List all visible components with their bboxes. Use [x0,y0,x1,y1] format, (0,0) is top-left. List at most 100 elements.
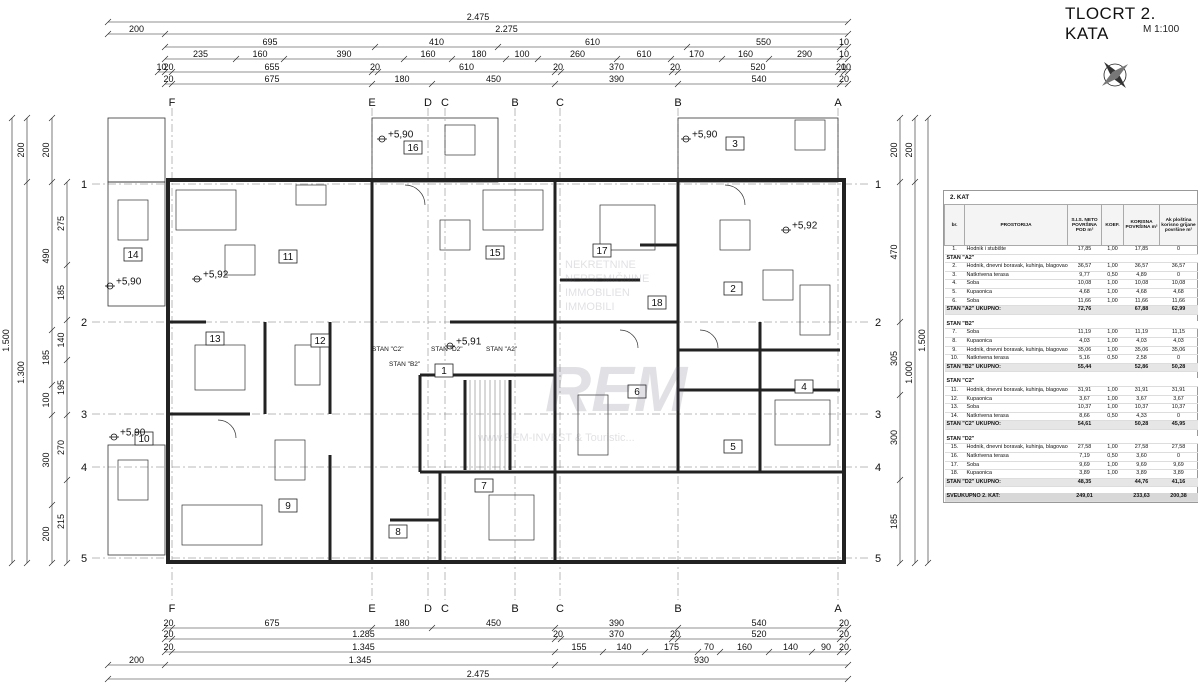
area-table-cell: 3,89 [1159,469,1198,479]
dim-bottom-4-label: 930 [694,655,709,665]
dimension-tick [494,43,502,51]
area-table-cell: STAN "A2" UKUPNO: [944,305,1068,315]
dim-bottom-3-label: 140 [783,642,798,652]
area-table-cell: 7,19 [1067,452,1102,462]
dim-bottom-3-label: 20 [839,642,849,652]
dim-right-mid-label: 200 [904,142,914,157]
dimension-tick [8,114,16,122]
area-table-cell: 12. [944,395,965,405]
dim-bottom-3-label: 140 [616,642,631,652]
dim-bottom-3-label: 175 [664,642,679,652]
dimension-tick [161,55,169,63]
area-table-cell: Hodnik, dnevni boravak, kuhinja, blagova… [964,443,1068,454]
area-table-cell: 4,03 [1123,337,1160,347]
dim-top-6-label: 390 [609,74,624,84]
dimension-tick [808,648,816,656]
dim-top-3-label: 695 [262,37,277,47]
axis-label-top: C [556,97,564,109]
unit-label: STAN "A2" [486,346,518,353]
area-table-cell: STAN "B2" [944,320,1198,330]
furniture-piece [295,184,327,206]
area-table-cell: 3,89 [1067,469,1102,479]
dimension-tick [613,55,621,63]
dimension-tick [844,55,852,63]
furniture [117,119,831,546]
dimension-tick [168,80,176,88]
dim-top-6-label: 675 [264,74,279,84]
area-table-cell: 9,77 [1067,271,1102,281]
area-table-cell: 9. [944,346,965,356]
dim-top-6-label: 180 [394,74,409,84]
area-table-cell: 36,57 [1123,262,1160,272]
area-table-cell: Kupaonica [964,288,1068,298]
dimension-tick [368,68,376,76]
level-value: +5,90 [120,427,146,438]
area-table-cell: 5,16 [1067,354,1102,364]
dimension-tick [667,55,675,63]
area-table-cell: 10,08 [1159,279,1198,289]
dim-top-5-label: 20 [553,62,563,72]
axis-label-top: F [169,97,176,109]
dim-bottom-1-label: 675 [264,618,279,628]
dimension-tick [428,80,436,88]
axis-label-bottom: C [441,603,449,615]
dimension-tick [599,648,607,656]
area-table-cell: 17,85 [1123,245,1160,255]
area-table-cell: 10,37 [1067,403,1102,413]
dim-top-6-label: 450 [486,74,501,84]
axis-label-top: B [511,97,518,109]
dimension-tick [844,18,852,26]
dim-right-col-label: 470 [889,244,899,259]
unit-label: STAN "B2" [389,361,421,368]
door-swing [404,184,426,206]
area-table-cell: 4,68 [1123,288,1160,298]
dim-top-4-label: 390 [336,49,351,59]
dimension-tick [551,68,559,76]
level-value: +5,90 [116,276,142,287]
area-table-cell: Soba [964,297,1068,307]
axis-label-left: 5 [81,553,87,565]
area-table-cell [1101,478,1124,488]
area-table-cell: 1,00 [1101,288,1124,298]
dim-top-3-label: 610 [585,37,600,47]
dimension-tick [161,30,169,38]
dimension-tick [674,635,682,643]
area-table-cell: 4,68 [1159,288,1198,298]
dim-left-mid-label: 1.300 [16,361,26,384]
axis-label-top: B [674,97,681,109]
dimension-tick [48,381,56,389]
dim-top-2-label: 200 [129,24,144,34]
area-table-header-cell: PROSTORIJA [964,204,1068,246]
dimension-tick [161,80,169,88]
dimension-tick [534,55,542,63]
dimension-tick [834,68,842,76]
furniture-piece [224,244,256,276]
area-table-cell: 7. [944,328,965,338]
area-table-cell: 3,89 [1123,469,1160,479]
axis-label-top: A [834,97,842,109]
area-table-cell: 16. [944,452,965,462]
room-number: 9 [285,501,291,512]
area-table-cell: 10,08 [1123,279,1160,289]
furniture-piece [774,399,831,446]
room-number-box [723,439,743,454]
area-table-cell: 11,66 [1159,297,1198,307]
axis-label-bottom: B [674,603,681,615]
dimension-tick [911,114,919,122]
area-table-cell: 1,00 [1101,461,1124,471]
dim-left-col-label: 200 [41,142,51,157]
dimension-tick [896,114,904,122]
level-value: +5,90 [388,129,414,140]
axis-label-right: 4 [875,462,881,474]
area-table-cell: Kupaonica [964,337,1068,347]
area-table-cell: 48,35 [1067,478,1102,488]
